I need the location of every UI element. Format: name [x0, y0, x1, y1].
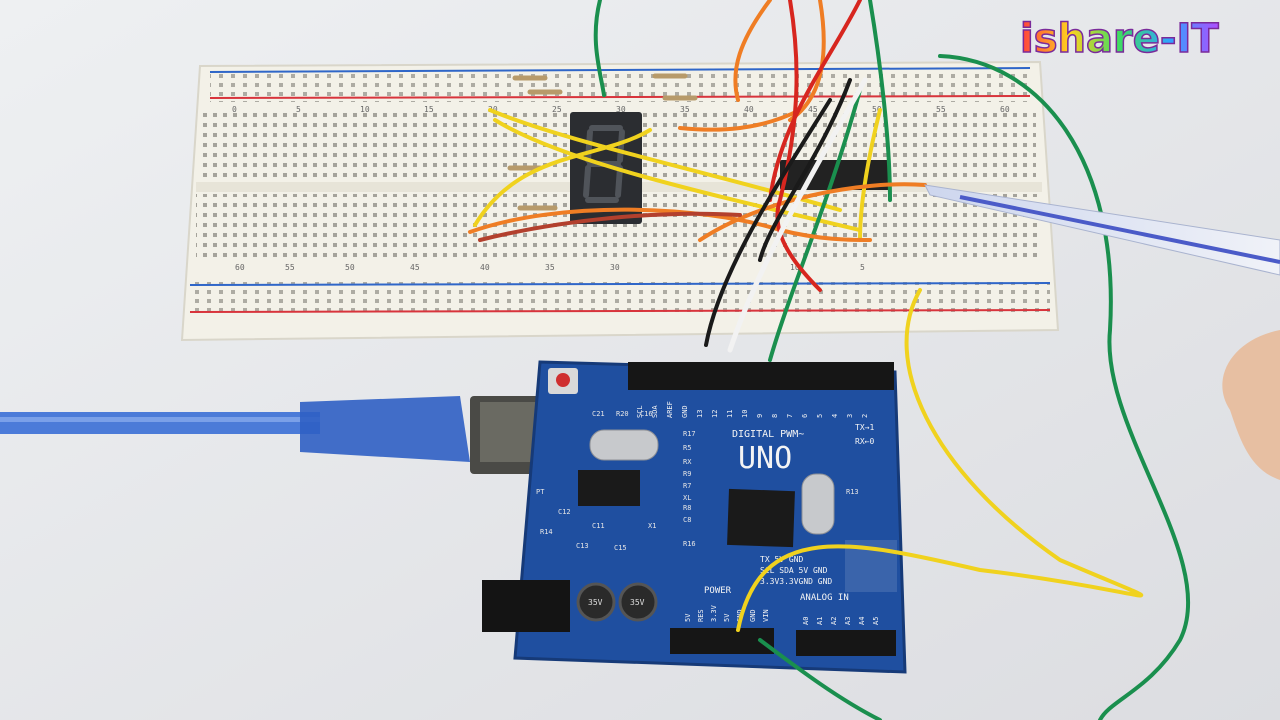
component-label: R5	[683, 444, 691, 452]
microcontroller-chip	[727, 488, 795, 548]
i2c-header-label: 3.3V3.3VGND GND	[760, 577, 832, 586]
component-label: C8	[683, 516, 691, 524]
breadboard-column-number: 15	[424, 105, 434, 114]
arduino-uno-board: 35V 35V UNO DIGITAL PWM~ POWER ANALOG IN…	[482, 360, 907, 674]
pin-label: 4	[831, 414, 839, 418]
seven-segment-display	[570, 112, 642, 224]
pin-label: 5	[816, 414, 824, 418]
component-label: C15	[614, 544, 627, 552]
analog-in-label: ANALOG IN	[800, 593, 849, 603]
power-pin-label: GND	[749, 609, 757, 622]
pin-label: 6	[801, 414, 809, 418]
breadboard-column-number: 40	[744, 105, 754, 114]
breadboard-column-number: 50	[345, 263, 355, 272]
cap-label: 35V	[630, 598, 645, 607]
breadboard-column-number: 50	[872, 105, 882, 114]
dc-power-jack	[482, 580, 570, 632]
watermark-logo: ishare-IT	[1020, 15, 1220, 63]
pin-label: 10	[741, 410, 749, 418]
analog-pin-label: A3	[844, 617, 852, 625]
power-pin-label: VIN	[762, 609, 770, 622]
i2c-header-label: SCL SDA 5V GND	[760, 566, 828, 575]
pin-label: AREF	[666, 401, 674, 418]
pin-label: 9	[756, 414, 764, 418]
digital-pwm-label: DIGITAL PWM~	[732, 429, 804, 440]
component-label: R17	[683, 430, 696, 438]
power-header	[670, 628, 774, 654]
breadboard-column-number: 35	[680, 105, 690, 114]
breadboard-column-number: 45	[410, 263, 420, 272]
breadboard-column-number: 30	[610, 263, 620, 272]
svg-text:ishare-IT: ishare-IT	[1020, 16, 1219, 62]
component-label: C13	[576, 542, 589, 550]
breadboard-column-number: 0	[232, 105, 237, 114]
cap-label: 35V	[588, 598, 603, 607]
analog-header	[796, 630, 896, 656]
breadboard-column-number: 45	[808, 105, 818, 114]
power-pin-label: 5V	[723, 613, 731, 622]
probe-pen	[924, 184, 1280, 276]
power-pin-label: 5V	[684, 613, 692, 622]
component-label: R16	[683, 540, 696, 548]
breadboard-column-number: 5	[296, 105, 301, 114]
pin-label: 3	[846, 414, 854, 418]
board-model-label: UNO	[738, 441, 792, 476]
breadboard-column-number: 40	[480, 263, 490, 272]
pin-label: 7	[786, 414, 794, 418]
breadboard-column-number: 10	[790, 263, 800, 272]
analog-pin-label: A4	[858, 617, 866, 625]
component-label: R9	[683, 470, 691, 478]
breadboard-column-number: 30	[616, 105, 626, 114]
component-label: R14	[540, 528, 553, 536]
component-label: XL	[683, 494, 691, 502]
component-label: C12	[558, 508, 571, 516]
pin-label: GND	[681, 405, 689, 418]
component-label: R8	[683, 504, 691, 512]
power-label: POWER	[704, 586, 732, 596]
pin-label: 8	[771, 414, 779, 418]
breadboard-column-number: 55	[285, 263, 295, 272]
component-label: R20	[616, 410, 629, 418]
hand	[1222, 330, 1280, 480]
component-label: RX	[683, 458, 692, 466]
breadboard-column-number: 10	[360, 105, 370, 114]
pin-label: SCL	[636, 405, 644, 418]
pin-label: SDA	[651, 405, 659, 418]
analog-pin-label: A0	[802, 617, 810, 625]
breadboard-column-number: 35	[545, 263, 555, 272]
breadboard-column-number: 25	[552, 105, 562, 114]
resistors	[507, 73, 698, 211]
power-pin-label: RES	[697, 609, 705, 622]
pin-label: 13	[696, 410, 704, 418]
breadboard-column-number: 5	[860, 263, 865, 272]
breadboard-column-number: 60	[1000, 105, 1010, 114]
breadboard-column-number: 55	[936, 105, 946, 114]
component-label: C16	[640, 410, 653, 418]
jumper-wires	[468, 0, 1191, 720]
pin-label: 11	[726, 410, 734, 418]
rx-label: RX←0	[855, 437, 874, 446]
analog-pin-label: A1	[816, 617, 824, 625]
component-label: X1	[648, 522, 656, 530]
component-label: R7	[683, 482, 691, 490]
power-pin-label: 3.3V	[710, 604, 718, 622]
pin-label: 12	[711, 410, 719, 418]
breadboard-column-number: 60	[235, 263, 245, 272]
component-label: C11	[592, 522, 605, 530]
analog-pin-label: A2	[830, 617, 838, 625]
component-label: R13	[846, 488, 859, 496]
component-label: C21	[592, 410, 605, 418]
component-label: PT	[536, 488, 545, 496]
pin-label: 2	[861, 414, 869, 418]
analog-pin-label: A5	[872, 617, 880, 625]
tx-label: TX→1	[855, 423, 874, 432]
digital-header	[628, 362, 894, 390]
